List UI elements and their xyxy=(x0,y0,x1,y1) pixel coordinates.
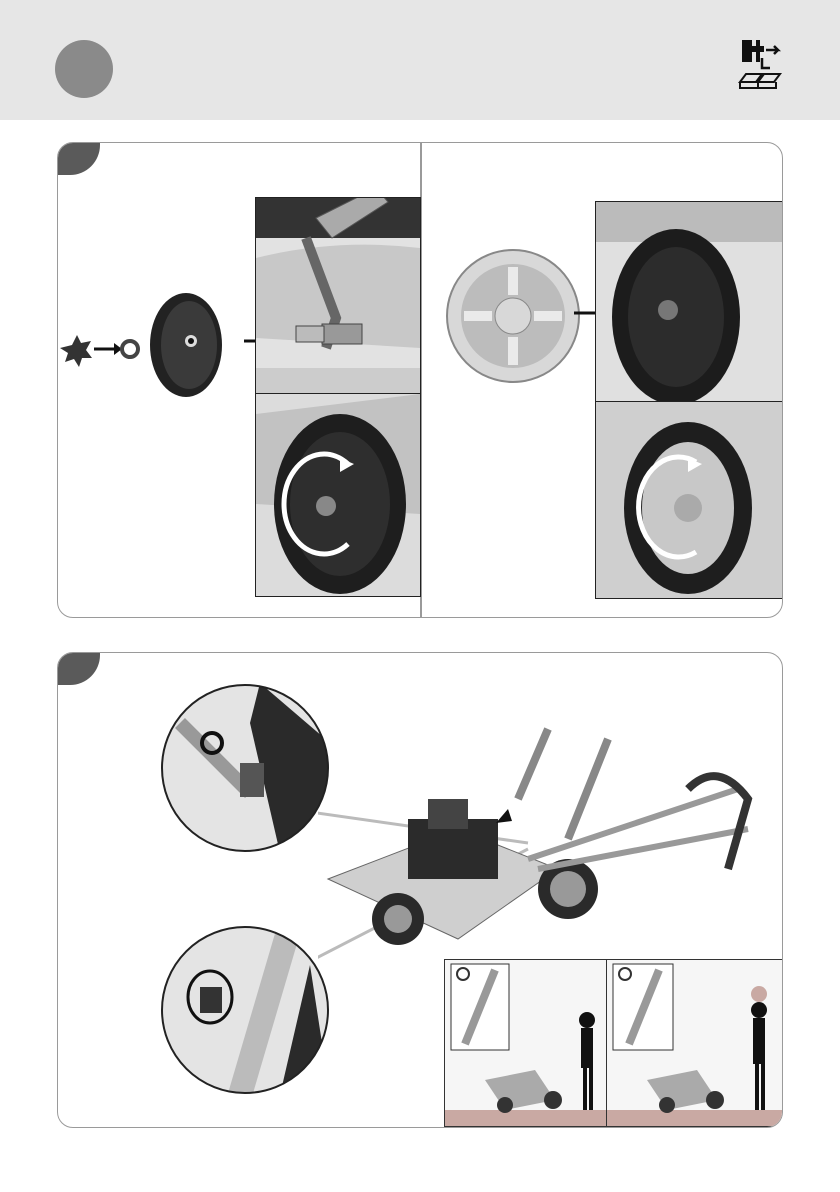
height-low-inset xyxy=(444,959,608,1127)
knob-zoom-bottom xyxy=(160,925,330,1095)
step-tab xyxy=(57,652,100,685)
hubcap-mounted-photo xyxy=(595,401,783,599)
height-high-inset xyxy=(606,959,783,1127)
handle-panel xyxy=(57,652,783,1128)
hubcap-align-photo xyxy=(595,201,783,403)
step-tab xyxy=(57,142,100,175)
wheel-mounted-photo xyxy=(255,393,421,597)
wheels-panel xyxy=(57,142,783,618)
lawnmower-illustration xyxy=(318,719,758,979)
step-number-circle xyxy=(55,40,113,98)
header-bar xyxy=(0,0,840,120)
rear-wheel-assembly xyxy=(58,283,248,413)
knob-zoom-top xyxy=(160,683,330,853)
manual-book-icon xyxy=(736,36,784,96)
hubcap-assembly xyxy=(444,247,582,385)
axle-photo xyxy=(255,197,421,395)
